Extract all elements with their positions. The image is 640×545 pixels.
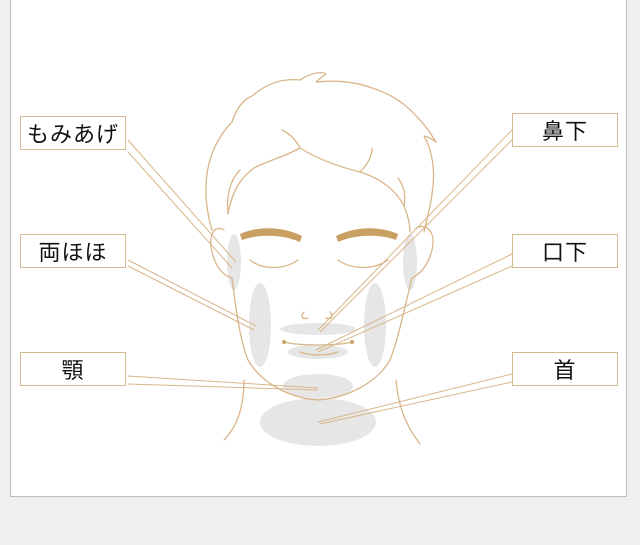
- hair-strand-2: [281, 129, 301, 149]
- lower-lip: [299, 351, 339, 356]
- hair-strand-3: [359, 147, 373, 173]
- label-sideburns: もみあげ: [20, 116, 126, 150]
- sideburn-zone-left: [227, 234, 241, 290]
- label-jaw: 顎: [20, 352, 126, 386]
- jaw-zone: [283, 374, 353, 398]
- neck-left: [223, 379, 245, 441]
- hair-fringe: [227, 147, 411, 233]
- cheek-zone-right: [364, 283, 386, 367]
- label-under-mouth: 口下: [512, 234, 618, 268]
- mouth-corner-left: [282, 340, 286, 344]
- ear-left: [210, 227, 233, 279]
- neck-right: [395, 379, 421, 445]
- sideburn-zone-right: [403, 234, 417, 290]
- leader-neck: [317, 373, 513, 425]
- label-under-mouth-text: 口下: [541, 241, 588, 266]
- eyebrow-left: [240, 228, 302, 242]
- label-under-nose-text: 鼻下: [541, 120, 588, 145]
- leader-under-mouth: [315, 253, 513, 353]
- leader-lines: [127, 129, 513, 425]
- eye-left: [249, 259, 299, 269]
- mouth: [283, 341, 353, 346]
- mouth-corners: [282, 340, 354, 344]
- leader-under-nose: [317, 129, 513, 333]
- mouth-corner-right: [350, 340, 354, 344]
- label-cheeks: 両ほほ: [20, 234, 126, 268]
- eyebrow-right: [336, 228, 398, 242]
- leader-sideburns: [127, 139, 237, 269]
- label-under-nose: 鼻下: [512, 113, 618, 147]
- cheek-zone-left: [249, 283, 271, 367]
- face-contour: [231, 277, 413, 401]
- nose: [301, 311, 333, 320]
- hair: [205, 72, 437, 233]
- leader-jaw: [127, 375, 319, 391]
- label-sideburns-text: もみあげ: [26, 123, 119, 148]
- label-neck-text: 首: [553, 359, 577, 384]
- under-nose-zone: [280, 323, 356, 335]
- label-cheeks-text: 両ほほ: [38, 241, 108, 266]
- label-jaw-text: 顎: [61, 359, 85, 384]
- leader-cheeks: [127, 259, 257, 331]
- head-outline: [205, 72, 437, 445]
- hair-strand: [226, 169, 241, 215]
- hair-strand-4: [397, 177, 406, 207]
- eye-right: [337, 259, 389, 269]
- label-neck: 首: [512, 352, 618, 386]
- eyebrows: [240, 228, 398, 242]
- shaded-zones: [227, 234, 417, 446]
